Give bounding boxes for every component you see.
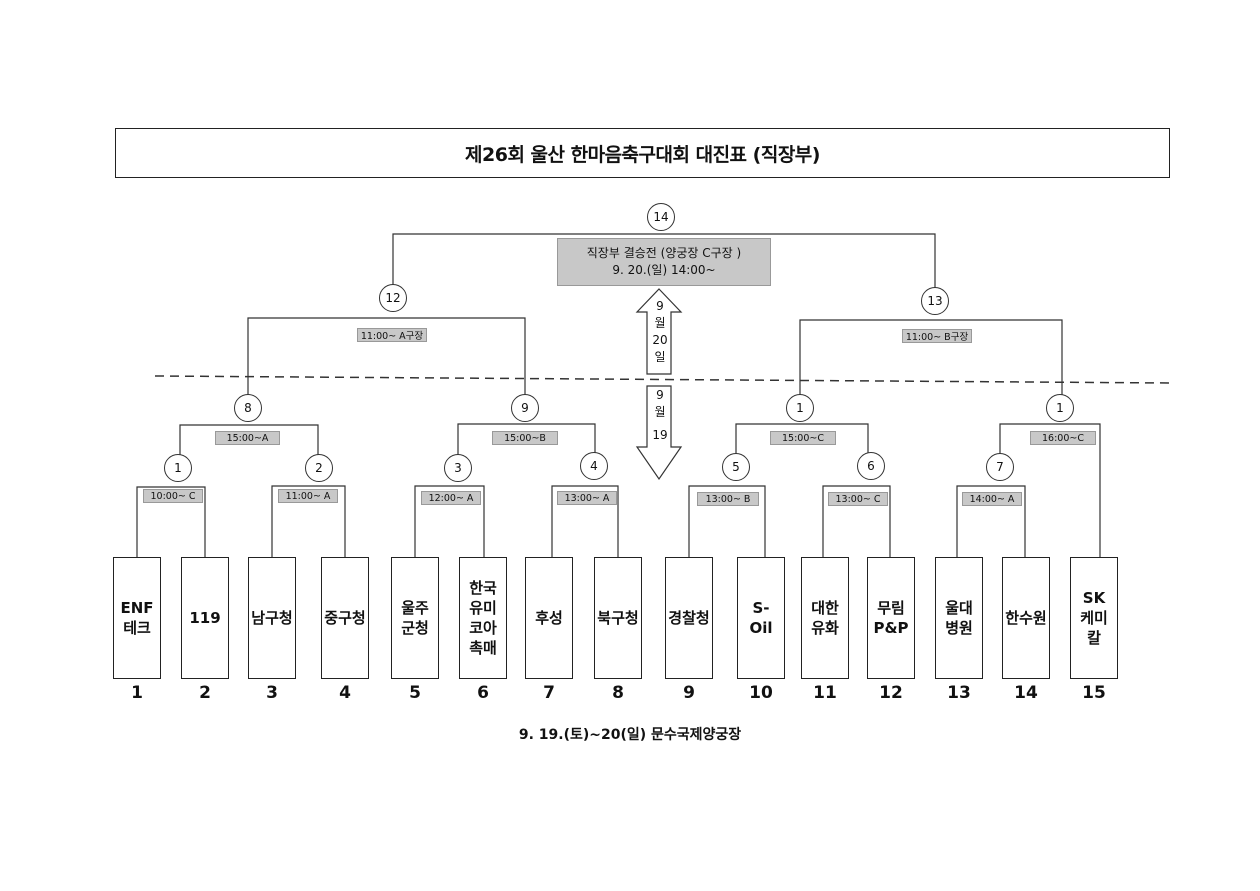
round1-match-number: 6 — [857, 452, 885, 480]
final-match-number: 14 — [647, 203, 675, 231]
down-arrow-icon — [635, 385, 683, 481]
quarter-match-number: 1 — [1046, 394, 1074, 422]
team-box: ENF 테크 — [113, 557, 161, 679]
round1-time-label: 14:00~ A — [962, 492, 1022, 506]
day-up-text: 월 — [654, 316, 666, 330]
team-box: 한국 유미 코아 촉매 — [459, 557, 507, 679]
team-seed-number: 15 — [1082, 683, 1106, 703]
team-seed-number: 3 — [266, 683, 278, 703]
team-box: 남구청 — [248, 557, 296, 679]
venue-date-caption: 9. 19.(토)~20(일) 문수국제양궁장 — [518, 727, 742, 743]
quarter-1d-bye — [1062, 423, 1101, 560]
semi-time-label: 11:00~ A구장 — [357, 328, 427, 342]
team-seed-number: 11 — [813, 683, 837, 703]
team-seed-number: 10 — [749, 683, 773, 703]
team-box: 무림 P&P — [867, 557, 915, 679]
match-5-connector — [688, 485, 766, 560]
round1-time-label: 13:00~ A — [557, 491, 617, 505]
team-box: 대한 유화 — [801, 557, 849, 679]
round1-match-number: 7 — [986, 453, 1014, 481]
bracket-title: 제26회 울산 한마음축구대회 대진표 (직장부) — [115, 128, 1170, 178]
match-4-connector — [551, 485, 619, 560]
semi-left-connector — [247, 317, 526, 408]
day-down-text: 월 — [654, 405, 666, 419]
team-seed-number: 8 — [612, 683, 624, 703]
final-title: 직장부 결승전 (양궁장 C구장 ) — [586, 246, 742, 260]
day-up-label: 9 월 20 일 — [640, 298, 680, 366]
team-seed-number: 5 — [409, 683, 421, 703]
team-box: SK 케미 칼 — [1070, 557, 1118, 679]
round1-time-label: 13:00~ B — [697, 492, 759, 506]
match-3-connector — [414, 485, 485, 560]
quarter-match-number: 9 — [511, 394, 539, 422]
semi-match-number: 13 — [921, 287, 949, 315]
team-seed-number: 6 — [477, 683, 489, 703]
day-down-text: 9 — [656, 388, 664, 402]
team-seed-number: 13 — [947, 683, 971, 703]
quarter-match-number: 8 — [234, 394, 262, 422]
team-box: 울대 병원 — [935, 557, 983, 679]
final-info-box: 직장부 결승전 (양궁장 C구장 ) 9. 20.(일) 14:00~ — [557, 238, 771, 286]
team-seed-number: 2 — [199, 683, 211, 703]
round1-match-number: 5 — [722, 453, 750, 481]
team-box: 경찰청 — [665, 557, 713, 679]
round1-match-number: 3 — [444, 454, 472, 482]
quarter-time-label: 16:00~C — [1030, 431, 1096, 445]
quarter-time-label: 15:00~C — [770, 431, 836, 445]
round1-time-label: 12:00~ A — [421, 491, 481, 505]
team-box: 울주 군청 — [391, 557, 439, 679]
semi-right-connector — [799, 319, 1063, 408]
match-6-connector — [822, 485, 891, 560]
team-box: 중구청 — [321, 557, 369, 679]
quarter-8-connector — [179, 424, 319, 468]
day-up-text: 20 — [652, 333, 668, 347]
semi-time-label: 11:00~ B구장 — [902, 329, 972, 343]
team-box: 119 — [181, 557, 229, 679]
team-seed-number: 1 — [131, 683, 143, 703]
up-arrow-icon — [635, 288, 683, 375]
team-seed-number: 4 — [339, 683, 351, 703]
round1-match-number: 1 — [164, 454, 192, 482]
round1-match-number: 4 — [580, 452, 608, 480]
semi-match-number: 12 — [379, 284, 407, 312]
quarter-match-number: 1 — [786, 394, 814, 422]
match-7-connector — [956, 485, 1026, 560]
round1-match-number: 2 — [305, 454, 333, 482]
team-seed-number: 14 — [1014, 683, 1038, 703]
round1-time-label: 13:00~ C — [828, 492, 888, 506]
day-divider — [154, 375, 1173, 384]
quarter-time-label: 15:00~B — [492, 431, 558, 445]
day-down-text: 19 — [652, 428, 668, 442]
quarter-time-label: 15:00~A — [215, 431, 280, 445]
team-box: 후성 — [525, 557, 573, 679]
match-1-connector — [136, 486, 206, 560]
round1-time-label: 10:00~ C — [143, 489, 203, 503]
team-box: S- Oil — [737, 557, 785, 679]
quarter-1c-connector — [735, 423, 869, 468]
team-seed-number: 12 — [879, 683, 903, 703]
match-2-connector — [271, 485, 346, 560]
team-box: 북구청 — [594, 557, 642, 679]
final-connector — [392, 233, 936, 300]
team-seed-number: 9 — [683, 683, 695, 703]
quarter-9-connector — [457, 423, 596, 468]
team-seed-number: 7 — [543, 683, 555, 703]
round1-time-label: 11:00~ A — [278, 489, 338, 503]
team-box: 한수원 — [1002, 557, 1050, 679]
final-datetime: 9. 20.(일) 14:00~ — [612, 263, 716, 277]
day-up-text: 일 — [654, 350, 666, 364]
day-down-label: 9 월 19 — [640, 387, 680, 444]
day-up-text: 9 — [656, 299, 664, 313]
